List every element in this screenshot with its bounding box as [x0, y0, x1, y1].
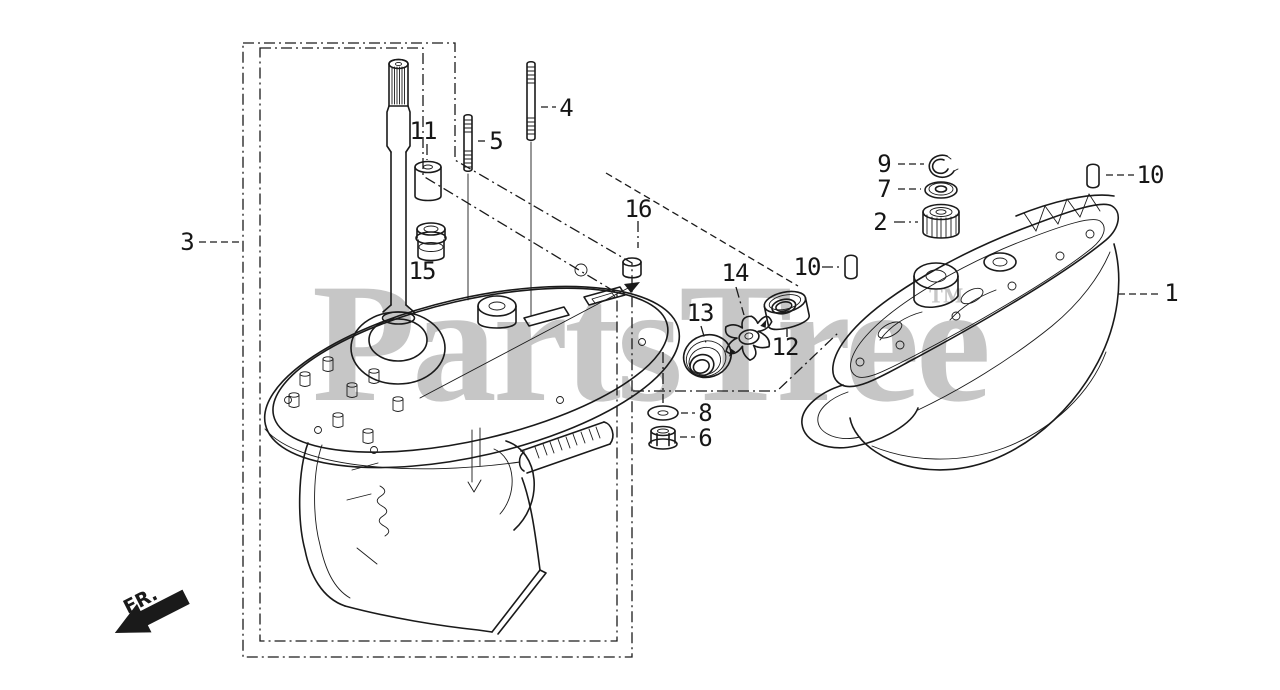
watermark-text: PartsTree — [312, 249, 991, 437]
bushing-11 — [414, 160, 442, 202]
gear-case-body — [298, 282, 640, 635]
bushing-12 — [763, 290, 811, 331]
bushing-15 — [415, 222, 447, 262]
front-direction-indicator: FR. — [114, 583, 190, 634]
dowel-pin-10-left — [844, 254, 858, 280]
flange-studs — [288, 356, 404, 444]
callout-14: 14 — [721, 259, 750, 287]
dowel-pin-10-right — [1086, 163, 1100, 189]
callout-8: 8 — [698, 399, 712, 427]
callout-12: 12 — [771, 333, 800, 361]
callout-7: 7 — [877, 175, 891, 203]
callout-13: 13 — [686, 299, 715, 327]
callout-11: 11 — [409, 117, 438, 145]
callout-5: 5 — [489, 127, 503, 155]
inner-assembly-dashed-box — [259, 47, 618, 642]
callout-10-left: 10 — [793, 253, 822, 281]
callout-9: 9 — [877, 150, 891, 178]
gear-case-housing — [801, 193, 1120, 471]
callout-3: 3 — [180, 228, 194, 256]
front-arrow-icon — [114, 589, 190, 634]
outer-assembly-dashed-box — [242, 42, 633, 658]
callout-2: 2 — [873, 208, 887, 236]
circlip-9 — [928, 154, 959, 179]
washer-8 — [647, 405, 679, 421]
stud-bolt-short — [463, 113, 473, 301]
callout-10-right: 10 — [1136, 161, 1165, 189]
washer-7 — [924, 181, 958, 199]
diagonal-leader-line — [605, 172, 799, 287]
oil-seal-13 — [682, 333, 732, 379]
impeller-14 — [724, 315, 773, 361]
callout-16: 16 — [624, 195, 653, 223]
propeller-shaft — [518, 421, 614, 474]
sub-box-washer-nut — [633, 332, 839, 392]
callout-6: 6 — [698, 424, 712, 452]
callout-15: 15 — [408, 257, 437, 285]
nut-6 — [648, 425, 678, 450]
needle-bearing-2 — [922, 203, 960, 239]
callout-1: 1 — [1164, 279, 1178, 307]
stud-bolt-long — [526, 60, 536, 316]
callout-4: 4 — [559, 94, 573, 122]
